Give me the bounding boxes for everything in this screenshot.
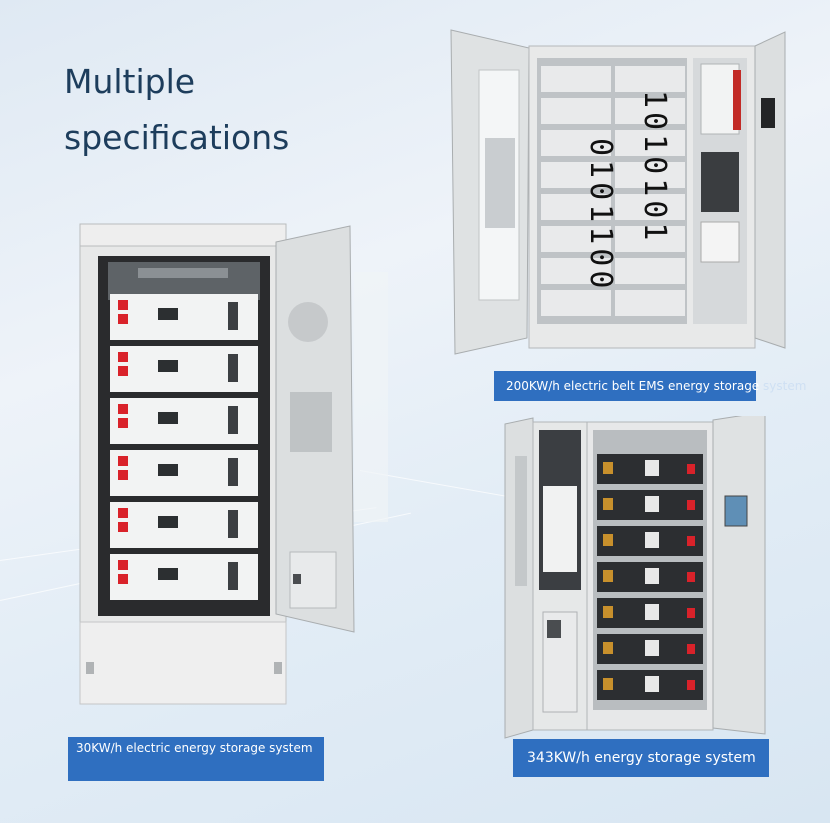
rack-module (615, 194, 685, 220)
rack-module (541, 258, 611, 284)
rack-module (541, 194, 611, 220)
headline: Multiple specifications (64, 62, 290, 157)
battery-module-stack (110, 294, 258, 600)
caption-200kwh: 200KW/h electric belt EMS energy storage… (494, 371, 806, 401)
rack-module (541, 162, 611, 188)
cabinet-343kwh-image (504, 416, 766, 739)
rack-module (615, 66, 685, 92)
binary-overlay-2: 1010101 (637, 90, 672, 244)
cabinet-200kwh-image: 0101100 1010101 (450, 29, 786, 355)
rack-module (541, 130, 611, 156)
rack-module (541, 290, 611, 316)
rack-module (615, 162, 685, 188)
rack-module (615, 290, 685, 316)
binary-overlay-1: 0101100 (583, 138, 618, 292)
rack-module (615, 130, 685, 156)
rack-module (541, 98, 611, 124)
cabinet-30kwh-image (79, 223, 388, 705)
rack-module (541, 66, 611, 92)
rack-module (615, 226, 685, 252)
rack-module (541, 226, 611, 252)
caption-343kwh: 343KW/h energy storage system (513, 739, 769, 777)
caption-30kwh: 30KW/h electric energy storage system (68, 737, 324, 781)
rack-module (615, 98, 685, 124)
rack-module (615, 258, 685, 284)
